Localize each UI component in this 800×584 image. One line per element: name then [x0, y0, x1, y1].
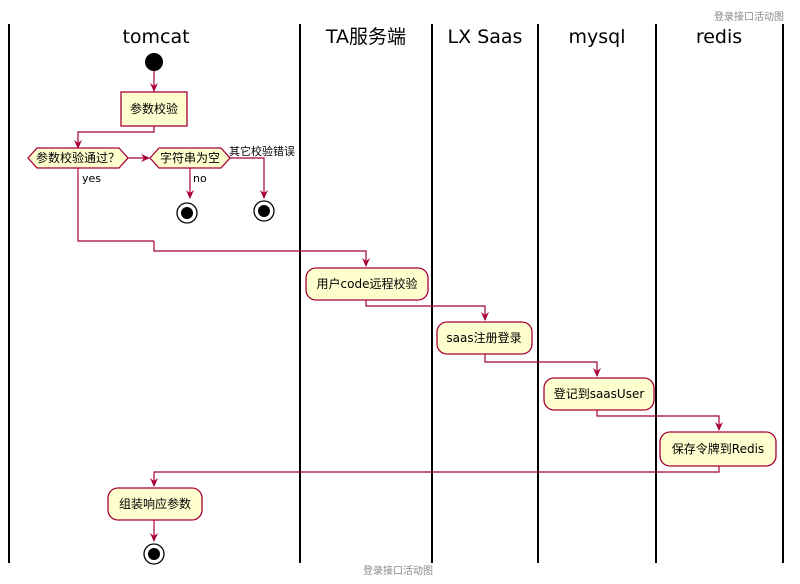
activity-save-token: [659, 431, 777, 467]
flow-to-remote-check: [153, 241, 370, 267]
activity-remote-check-label: 用户code远程校验: [317, 276, 418, 291]
activity-save-token-label: 保存令牌到Redis: [672, 441, 764, 456]
flow-to-assemble-response: [150, 466, 720, 487]
header-caption: 登录接口活动图: [714, 10, 784, 23]
flow-to-save-token: [596, 410, 723, 431]
activity-register-user-label: 登记到saasUser: [554, 386, 645, 401]
lane-title-tomcat: tomcat: [122, 26, 189, 48]
flow-to-register-user: [484, 354, 601, 377]
activity-param-check-label: 参数校验: [130, 101, 178, 116]
label-yes: yes: [82, 172, 101, 185]
footer-caption: 登录接口活动图: [363, 564, 433, 577]
lane-title-mysql: mysql: [569, 26, 626, 48]
flow-to-saas-login: [365, 300, 489, 321]
flow-other-error: [230, 157, 268, 199]
flow-yes-branch: [77, 168, 154, 242]
activity-assemble-response-label: 组装响应参数: [119, 496, 191, 511]
lane-title-lx-saas: LX Saas: [448, 26, 523, 48]
end-node-final-dot: [148, 548, 160, 560]
start-node: [145, 53, 163, 71]
activity-saas-login-label: saas注册登录: [446, 330, 521, 345]
lane-title-redis: redis: [696, 26, 742, 48]
activity-assemble-response: [107, 487, 203, 521]
label-no: no: [193, 172, 207, 185]
activity-register-user: [543, 377, 655, 411]
lane-title-ta-server: TA服务端: [325, 26, 406, 48]
end-node-other-error-dot: [258, 205, 270, 217]
decision-params-valid-label: 参数校验通过？: [36, 150, 120, 165]
end-node-empty-dot: [181, 207, 193, 219]
label-other-error: 其它校验错误: [229, 144, 295, 158]
decision-string-empty-label: 字符串为空: [160, 150, 220, 165]
flow-to-decision-valid: [74, 126, 155, 149]
activity-remote-check: [305, 267, 429, 301]
